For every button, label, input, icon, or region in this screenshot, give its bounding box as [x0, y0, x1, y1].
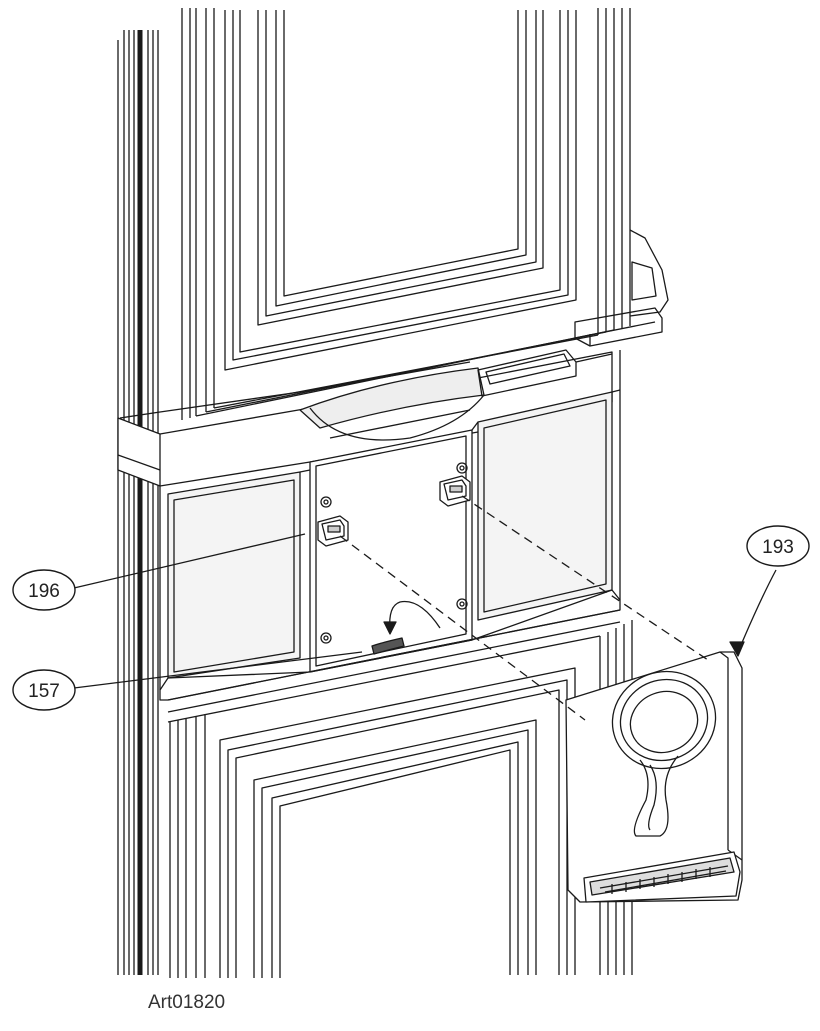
art-code-label: Art01820: [148, 992, 226, 1013]
right-hinge: [574, 229, 669, 347]
left-cabinet-post: [117, 30, 159, 975]
dispenser-housing: [565, 651, 743, 903]
upper-door: [181, 8, 631, 420]
callout-196-label: 196: [28, 581, 60, 602]
assembly-guide-lines: [339, 495, 709, 721]
lower-shelf-ledge: [159, 589, 621, 723]
callout-193: 193: [746, 525, 810, 567]
callout-193-label: 193: [762, 537, 794, 558]
callout-157: 157: [12, 669, 76, 711]
door-handle-bar: [117, 349, 613, 487]
lower-door: [169, 620, 633, 978]
callout-196: 196: [12, 569, 76, 611]
left-side-panel: [159, 469, 311, 690]
callout-157-label: 157: [28, 681, 60, 702]
leader-lines: [73, 533, 777, 689]
center-mounting-plate: [309, 429, 473, 673]
